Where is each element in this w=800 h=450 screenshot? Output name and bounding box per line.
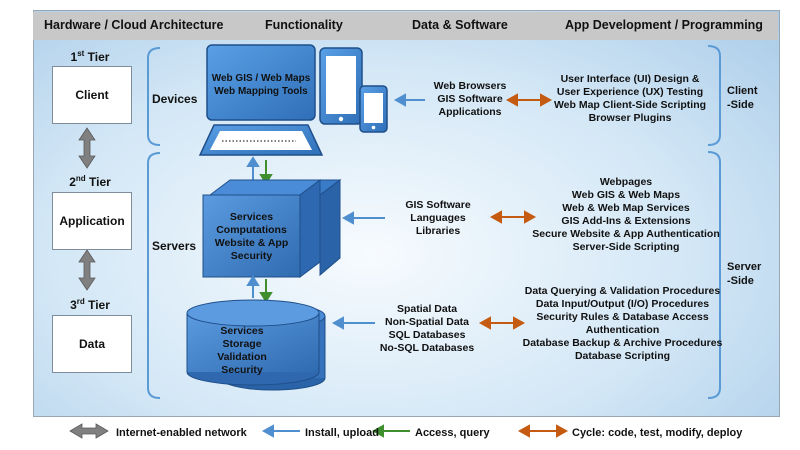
servers-label: Servers: [152, 239, 197, 253]
tablet-icon: [319, 47, 363, 125]
legend-access-icon: [371, 424, 410, 438]
legend-network-label: Internet-enabled network: [116, 427, 247, 439]
data-box: Data: [52, 315, 132, 373]
install-arrow-device-server: [246, 156, 260, 180]
server-side-label: Server-Side: [727, 261, 762, 287]
tier2-label: 2nd Tier: [69, 174, 111, 189]
legend-install-icon: [261, 424, 300, 438]
tier3-label: 3rd Tier: [70, 297, 110, 312]
client-side-bracket: [707, 45, 721, 146]
client-box: Client: [52, 66, 132, 124]
phone-icon: [359, 85, 388, 133]
tier1-label: 1st Tier: [70, 49, 110, 64]
server-box-icon: [202, 179, 342, 278]
header-bar: [33, 12, 778, 40]
install-arrow-server-row: [341, 211, 385, 225]
legend-install-label: Install, upload: [305, 427, 379, 439]
application-box: Application: [52, 192, 132, 250]
diagram-frame: [33, 10, 780, 417]
legend-network-icon: [69, 423, 109, 439]
devices-label: Devices: [152, 92, 198, 106]
header-functionality: Functionality: [265, 18, 343, 32]
network-arrow-client-app: [78, 127, 96, 169]
install-arrow-server-db: [246, 275, 260, 298]
legend-cycle-label: Cycle: code, test, modify, deploy: [572, 427, 743, 439]
cycle-arrow-data-row: [478, 316, 526, 330]
access-arrow-server-db: [259, 279, 273, 303]
cycle-arrow-client-row: [505, 93, 553, 107]
devices-bracket: [147, 47, 161, 146]
install-arrow-data-row: [331, 316, 375, 330]
header-data-software: Data & Software: [412, 18, 508, 32]
cycle-arrow-server-row: [489, 210, 537, 224]
database-icon: [186, 299, 326, 391]
server-side-bracket: [707, 151, 721, 399]
legend-cycle-icon: [517, 424, 569, 438]
monitor-icon: [198, 44, 324, 156]
header-hardware: Hardware / Cloud Architecture: [44, 18, 224, 32]
client-side-label: Client-Side: [727, 85, 758, 111]
install-arrow-client-row: [393, 93, 425, 107]
header-app-dev: App Development / Programming: [565, 18, 763, 32]
network-arrow-app-data: [78, 249, 96, 291]
legend-access-label: Access, query: [415, 427, 490, 439]
servers-bracket: [147, 152, 161, 399]
app-dev-client: User Interface (UI) Design &User Experie…: [553, 73, 707, 124]
access-arrow-device-server: [259, 160, 273, 185]
